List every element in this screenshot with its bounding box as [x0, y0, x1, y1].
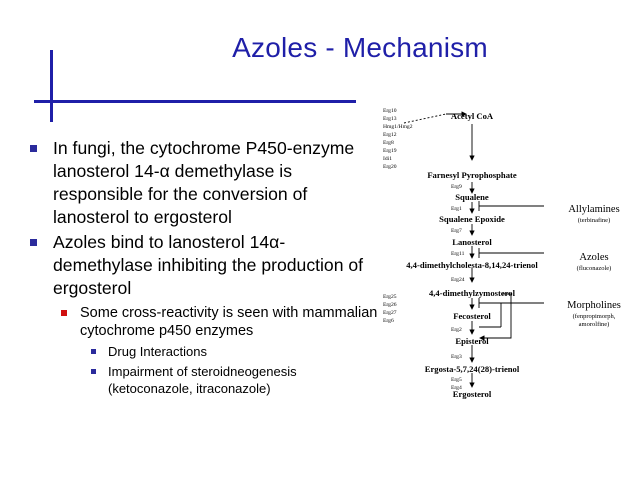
gene-label: Hmg1/Hmg2	[383, 124, 413, 130]
sub-bullet-text: Some cross-reactivity is seen with mamma…	[80, 305, 378, 339]
bullet-item: In fungi, the cytochrome P450-enzyme lan…	[28, 137, 383, 229]
bullet-square-icon	[30, 239, 37, 246]
gene-labels: Erg10 Erg13 Hmg1/Hmg2 Erg12 Erg8 Erg19 I…	[383, 108, 465, 391]
gene-label: Erg2	[451, 327, 462, 333]
sub-bullet-item: Some cross-reactivity is seen with mamma…	[28, 304, 383, 340]
metabolite-squalene: Squalene	[455, 192, 489, 202]
title-decoration-vertical	[50, 50, 53, 122]
sub-sub-bullet-item: Drug Interactions	[28, 343, 383, 360]
metabolite-dimethylcholesta-trienol: 4,4-dimethylcholesta-8,14,24-trienol	[406, 260, 538, 270]
metabolite-squalene-epoxide: Squalene Epoxide	[439, 214, 505, 224]
inhibitor-allylamines-example: (terbinafine)	[578, 217, 610, 224]
bullet-item: Azoles bind to lanosterol 14α-demethylas…	[28, 231, 383, 300]
gene-label: Erg12	[383, 132, 397, 138]
sub-sub-bullet-square-icon	[91, 369, 96, 374]
gene-label: Idi1	[383, 156, 392, 162]
metabolite-farnesyl-pyrophosphate: Farnesyl Pyrophosphate	[427, 170, 517, 180]
pathway-svg: Acetyl CoA Farnesyl Pyrophosphate Squale…	[383, 108, 621, 399]
metabolite-ergosta-trienol: Ergosta-5,7,24(28)-trienol	[425, 364, 520, 374]
gene-label: Erg19	[383, 148, 397, 154]
bullet-square-icon	[30, 145, 37, 152]
inhibitor-azoles-example: (fluconazole)	[577, 265, 612, 272]
metabolite-labels: Acetyl CoA Farnesyl Pyrophosphate Squale…	[406, 111, 538, 399]
metabolite-lanosterol: Lanosterol	[452, 237, 492, 247]
sub-bullet-square-icon	[61, 310, 67, 316]
sub-sub-bullet-text: Drug Interactions	[108, 344, 207, 359]
bullet-list: In fungi, the cytochrome P450-enzyme lan…	[28, 137, 383, 397]
inhibitor-morpholines-example-2: amorolfine)	[579, 321, 610, 328]
gene-label: Erg13	[383, 116, 397, 122]
gene-label: Erg26	[383, 302, 397, 308]
inhibitor-morpholines: Morpholines	[567, 300, 621, 311]
gene-label: Erg20	[383, 164, 397, 170]
gene-label: Erg8	[383, 140, 394, 146]
bullet-text: In fungi, the cytochrome P450-enzyme lan…	[53, 138, 355, 227]
title-decoration-horizontal	[34, 100, 356, 103]
gene-label: Erg10	[383, 108, 397, 114]
gene-label: Erg5	[451, 377, 462, 383]
inhibitor-azoles: Azoles	[579, 252, 608, 263]
gene-label: Erg4	[451, 385, 462, 391]
slide-title: Azoles - Mechanism	[232, 32, 488, 63]
inhibitor-labels: Allylamines (terbinafine) Azoles (flucon…	[567, 204, 621, 328]
sub-sub-bullet-square-icon	[91, 349, 96, 354]
metabolite-fecosterol: Fecosterol	[453, 311, 491, 321]
metabolite-dimethylzymosterol: 4,4-dimethylzymosterol	[429, 288, 516, 298]
gene-label: Erg7	[451, 228, 462, 234]
inhibitor-allylamines: Allylamines	[568, 204, 619, 215]
gene-label: Erg9	[451, 184, 462, 190]
pathway-arrows	[403, 111, 512, 388]
bullet-text: Azoles bind to lanosterol 14α-demethylas…	[53, 232, 364, 298]
gene-label: Erg3	[451, 354, 462, 360]
gene-label: Erg6	[383, 318, 394, 324]
gene-label: Erg24	[451, 277, 465, 283]
gene-label: Erg1	[451, 206, 462, 212]
gene-label: Erg11	[451, 251, 465, 257]
sub-sub-bullet-item: Impairment of steroidneogenesis (ketocon…	[28, 363, 383, 397]
inhibitor-lines	[478, 201, 544, 328]
gene-label: Erg25	[383, 294, 397, 300]
metabolite-acetyl-coa: Acetyl CoA	[451, 111, 494, 121]
ergosterol-pathway-diagram: Acetyl CoA Farnesyl Pyrophosphate Squale…	[376, 100, 640, 410]
metabolite-episterol: Episterol	[455, 336, 489, 346]
metabolite-ergosterol: Ergosterol	[453, 389, 492, 399]
sub-sub-bullet-text: Impairment of steroidneogenesis (ketocon…	[108, 364, 297, 396]
inhibitor-morpholines-example: (fenpropimorph,	[573, 313, 616, 320]
gene-label: Erg27	[383, 310, 397, 316]
